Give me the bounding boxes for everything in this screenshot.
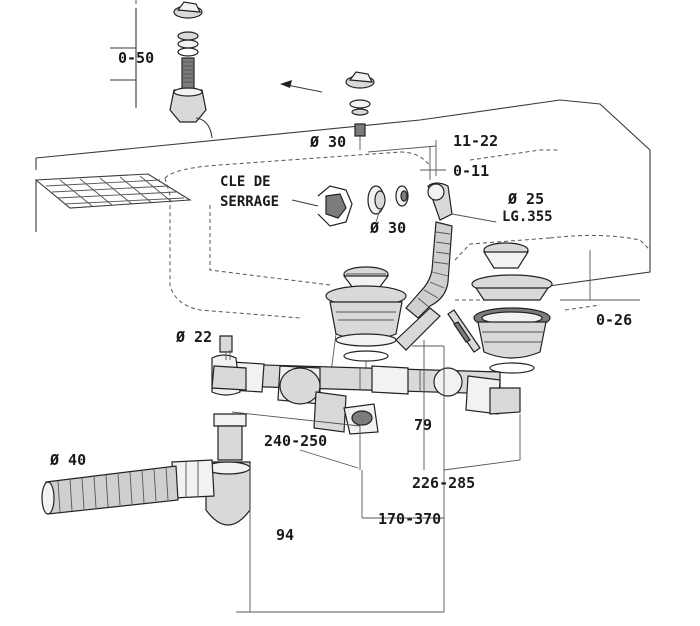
- clamping-key: [291, 185, 353, 227]
- clamping-key-label-line1: CLE DE: [220, 174, 271, 190]
- overflow-knob: [345, 71, 375, 150]
- dimension-lines-lower: [229, 250, 640, 613]
- stopper-height-label: 0-50: [118, 49, 154, 67]
- left-strainer: [325, 266, 407, 381]
- sink-outline: [35, 99, 651, 319]
- overflow-hose: [405, 221, 453, 319]
- hose-diameter-label: Ø 25: [507, 190, 544, 208]
- clamping-key-label-line2: SERRAGE: [220, 194, 279, 210]
- dimension-0-26-label: 0-26: [596, 311, 632, 329]
- screwdriver: [447, 309, 481, 353]
- dimension-11-22-label: 11-22: [453, 132, 498, 150]
- drainboard-grid: [34, 173, 192, 232]
- dimension-240-250-label: 240-250: [264, 432, 327, 450]
- dimension-79-label: 79: [414, 416, 432, 434]
- hose-length-label: LG.355: [502, 209, 553, 225]
- stopper-detail: [110, 0, 213, 139]
- overflow-diameter-label: Ø 30: [309, 133, 346, 151]
- dimension-170-370-label: 170-370: [378, 510, 441, 528]
- dimension-226-285-label: 226-285: [412, 474, 475, 492]
- overflow-nut: [367, 185, 409, 223]
- direction-arrow: [280, 80, 323, 93]
- dimension-lines-top: [367, 140, 446, 180]
- bottle-trap: [171, 413, 251, 526]
- overflow-elbow: [427, 182, 497, 223]
- waste-pipe-assembly: [211, 307, 521, 435]
- dimension-94-label: 94: [276, 526, 294, 544]
- outlet-hose: [41, 465, 179, 515]
- inlet-diameter-label: Ø 22: [175, 328, 212, 346]
- nut-diameter-label: Ø 30: [369, 219, 406, 237]
- dimension-0-11-label: 0-11: [453, 162, 489, 180]
- right-strainer: [471, 242, 553, 374]
- outlet-diameter-label: Ø 40: [49, 451, 86, 469]
